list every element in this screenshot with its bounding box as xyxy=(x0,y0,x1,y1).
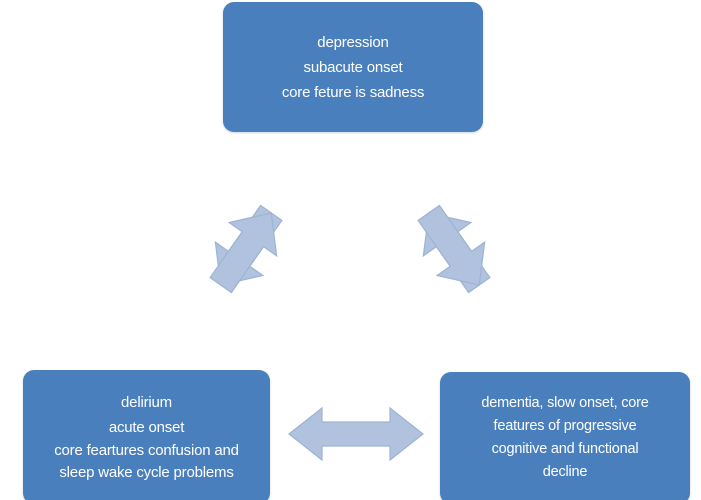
double-headed-arrow-depression-delirium-icon xyxy=(196,184,296,314)
node-depression[interactable]: depression subacute onset core feture is… xyxy=(223,2,483,132)
node-dementia-line-2: features of progressive xyxy=(493,418,637,434)
node-dementia[interactable]: dementia, slow onset, core features of p… xyxy=(440,372,690,500)
node-delirium-line-3: core feartures confusion and xyxy=(54,442,239,459)
node-dementia-line-1: dementia, slow onset, core xyxy=(481,395,649,411)
node-dementia-line-4: decline xyxy=(542,464,588,480)
node-depression-line-2: subacute onset xyxy=(303,58,403,76)
node-depression-line-1: depression xyxy=(317,33,389,51)
node-dementia-line-3: cognitive and functional xyxy=(491,441,639,457)
node-depression-line-3: core feture is sadness xyxy=(281,83,425,101)
double-headed-arrow-depression-dementia-icon xyxy=(404,184,504,314)
node-delirium-line-2: acute onset xyxy=(108,419,185,436)
node-delirium[interactable]: delirium acute onset core feartures conf… xyxy=(23,370,270,500)
double-headed-arrow-delirium-dementia-icon xyxy=(286,405,426,463)
node-delirium-line-4: sleep wake cycle problems xyxy=(59,464,234,481)
node-delirium-line-1: delirium xyxy=(121,394,172,411)
